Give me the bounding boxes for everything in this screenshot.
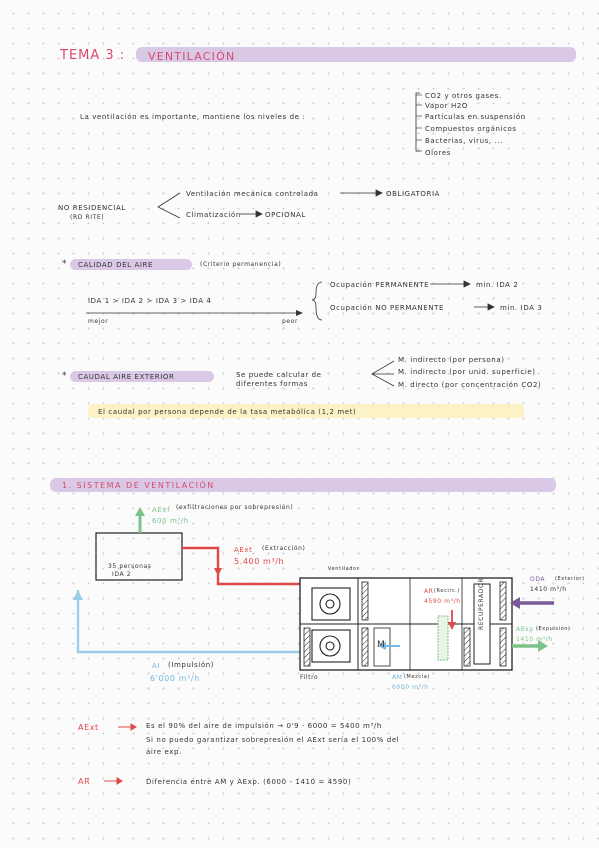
note-aext-line1: Es el 90% del aire de impulsión → 0'9 · … xyxy=(146,722,382,730)
aexp-value: 1410 m³/h xyxy=(516,636,553,643)
ida-chain: IDA 1 > IDA 2 > IDA 3 > IDA 4 xyxy=(88,297,212,305)
caudal-method-1: M. indirecto (por unid. superficie) xyxy=(398,368,536,376)
intro-item-2: Partículas en suspensión xyxy=(425,113,526,121)
caudal-method-0: M. indirecto (por persona) xyxy=(398,356,505,364)
ocup-noperm: Ocupación NO PERMANENTE xyxy=(330,304,444,312)
am-note: (Mezcla) xyxy=(404,674,430,680)
vent-label: Ventilación mecánica controlada xyxy=(186,190,319,198)
calidad-label: CALIDAD DEL AIRE xyxy=(78,261,153,269)
filtro-label: Filtro xyxy=(300,674,319,681)
ar-note: (Recirc.) xyxy=(434,588,461,594)
intro-item-1: Vapor H2O xyxy=(425,102,468,110)
note-ar-line: Diferencia entre AM y AExp. (6000 - 1410… xyxy=(146,778,352,786)
aexp-label: AExp xyxy=(516,626,534,633)
tasa-highlight xyxy=(88,404,524,418)
m-label: M xyxy=(377,640,386,650)
clim-result: OPCIONAL xyxy=(265,211,306,219)
caudal-highlight xyxy=(70,371,214,382)
ocup-perm-res: min. IDA 2 xyxy=(476,281,519,289)
intro-item-0: CO2 y otros gases. xyxy=(425,92,502,100)
am-label: AM xyxy=(392,674,403,681)
aext-label: AExt xyxy=(234,546,253,554)
clim-label: Climatización xyxy=(186,211,241,219)
caudal-desc-1: Se puede calcular de xyxy=(236,371,322,379)
room-people: 35 personas xyxy=(108,563,152,570)
oda-note: (Exterior) xyxy=(555,576,585,582)
aext-value: 5.400 m³/h xyxy=(234,557,285,566)
no-residencial-note: (RD RITE) xyxy=(70,214,105,221)
title-highlight xyxy=(136,47,576,62)
caudal-label: CAUDAL AIRE EXTERIOR xyxy=(78,373,175,381)
calidad-star: * xyxy=(62,259,68,269)
tema-label: TEMA 3 : xyxy=(60,48,126,63)
ai-value: 6'000 m³/h xyxy=(150,674,200,683)
oda-value: 1410 m³/h xyxy=(530,586,567,593)
ventilador-label: Ventilador xyxy=(328,566,360,572)
peor-label: peor xyxy=(282,318,299,325)
tasa-text: El caudal por persona depende de la tasa… xyxy=(98,408,357,416)
calidad-highlight xyxy=(70,259,192,270)
sistema-title: 1. SISTEMA DE VENTILACIÓN xyxy=(62,481,215,490)
no-residencial-label: NO RESIDENCIAL xyxy=(58,204,126,212)
calidad-note: (Criterio permanencia) xyxy=(200,261,282,268)
ocup-noperm-res: min. IDA 3 xyxy=(500,304,543,312)
aexp-note: (Expulsión) xyxy=(536,626,571,632)
vent-result: OBLIGATORIA xyxy=(386,190,441,198)
aexf-value: 600 m³/h xyxy=(152,517,189,525)
note-aext-line2: Si no puedo garantizar sobrepresión el A… xyxy=(146,736,400,744)
caudal-desc-2: diferentes formas xyxy=(236,380,309,388)
intro-item-3: Compuestos orgánicos xyxy=(425,125,517,133)
ocup-perm: Ocupación PERMANENTE xyxy=(330,281,430,289)
intro-item-4: Bacterias, virus, ... xyxy=(425,137,503,145)
recuperador-label: RECUPERADOR xyxy=(478,577,485,630)
intro-item-5: Olores xyxy=(425,149,452,157)
intro-sentence: La ventilación es importante, mantiene l… xyxy=(80,113,306,121)
sistema-highlight xyxy=(50,478,556,492)
note-aext-line3: aire exp. xyxy=(146,748,182,756)
ai-note: (Impulsión) xyxy=(168,661,215,669)
note-aext-label: AExt xyxy=(78,723,99,732)
caudal-method-2: M. directo (por concentración CO2) xyxy=(398,381,542,389)
mejor-label: mejor xyxy=(88,318,109,325)
room-ida: IDA 2 xyxy=(112,571,132,578)
caudal-star: * xyxy=(62,371,68,381)
page-title: VENTILACIÓN xyxy=(148,50,236,63)
aexf-label: AExf xyxy=(152,506,171,514)
oda-label: ODA xyxy=(530,576,546,583)
ai-label: AI xyxy=(152,662,161,670)
am-value: 6000 m³/h xyxy=(392,684,429,691)
aext-note: (Extracción) xyxy=(262,545,306,552)
aexf-note: (exfiltraciones por sobrepresión) xyxy=(176,504,294,511)
ar-value: 4590 m³/h xyxy=(424,598,461,605)
note-ar-label: AR xyxy=(78,777,91,786)
ar-label: AR xyxy=(424,588,434,595)
